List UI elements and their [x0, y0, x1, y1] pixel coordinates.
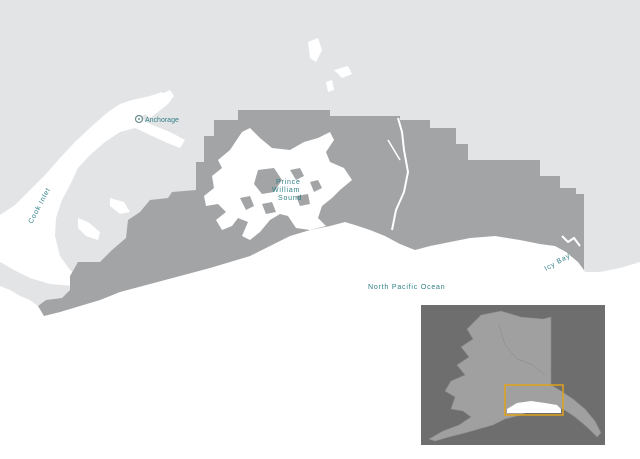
river [561, 235, 581, 247]
anchorage-marker: Anchorage [134, 114, 179, 124]
island [262, 202, 276, 214]
location-pin-dot [138, 118, 140, 120]
prince-william-sound-label-line-2: William [272, 187, 300, 194]
anchorage-label: Anchorage [145, 117, 179, 124]
inset-extent-box [504, 384, 564, 416]
lake [326, 80, 334, 92]
cook-inlet-water [0, 92, 185, 286]
location-pin-icon [134, 114, 144, 124]
icy-bay-label: Icy Bay [544, 252, 572, 272]
island [310, 180, 322, 192]
knik-arm-water [140, 90, 174, 118]
north-pacific-ocean-label: North Pacific Ocean [368, 284, 445, 291]
river [387, 139, 401, 161]
cook-inlet-shore [62, 158, 128, 262]
river [391, 117, 410, 231]
island [290, 168, 304, 180]
inset-extent-water [507, 401, 561, 413]
alaska-shape [428, 310, 602, 442]
island [296, 194, 310, 206]
prince-william-sound-label-line-3: Sound [278, 195, 302, 202]
prince-william-sound-label-line-1: Prince [276, 179, 301, 186]
lake [78, 218, 100, 240]
lake [308, 38, 322, 62]
lake [110, 198, 130, 214]
inset-map [421, 305, 605, 445]
island [254, 168, 282, 194]
alaska-outline [498, 324, 546, 376]
island [240, 196, 254, 210]
lake [334, 66, 352, 78]
